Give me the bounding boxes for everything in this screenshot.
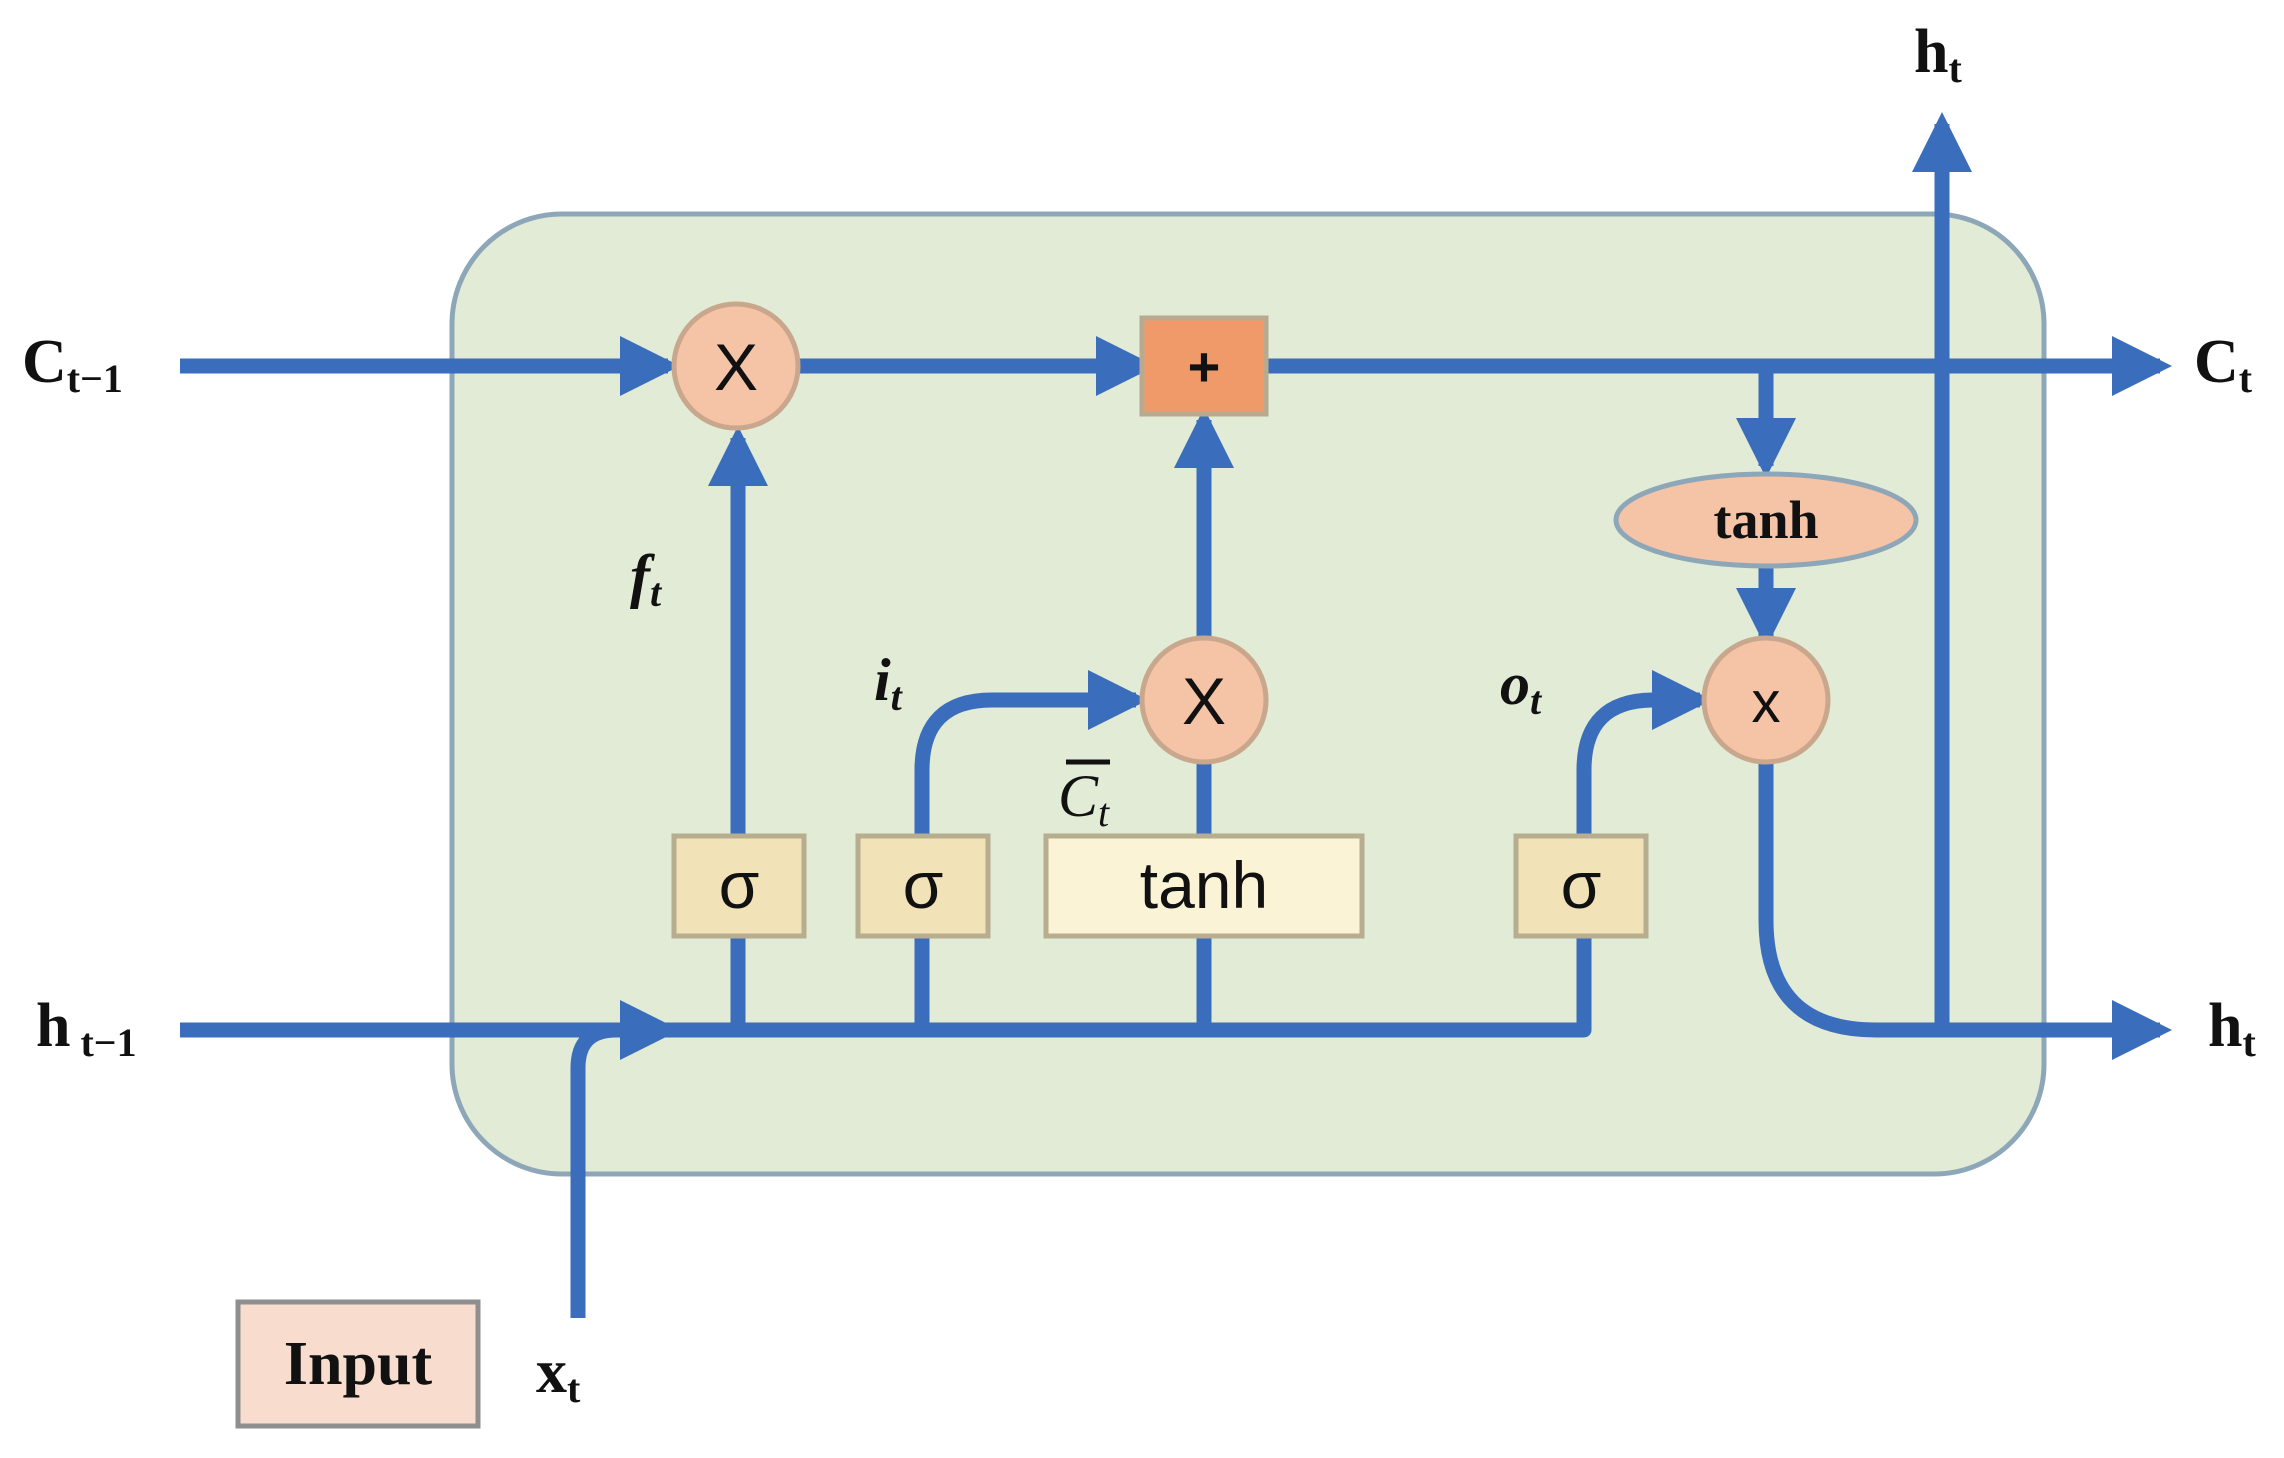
add-symbol: + <box>1188 335 1221 398</box>
h-top-label: ht <box>1914 18 1962 91</box>
input-multiply-symbol: X <box>1182 664 1226 738</box>
input-box: Input <box>235 1299 481 1429</box>
forget-sigma-label: σ <box>719 848 760 922</box>
cell-tanh-op: tanh <box>1613 471 1919 569</box>
candidate-label: Ct <box>1058 759 1110 835</box>
x-input-label: xt <box>536 1338 581 1411</box>
forget-sigma-gate: σ <box>671 833 807 939</box>
output-multiply-op: x <box>1701 635 1831 765</box>
cell-tanh-label: tanh <box>1713 490 1818 550</box>
c-prev-label: Ct−1 <box>22 328 123 401</box>
input-x-wire <box>570 1022 617 1318</box>
input-multiply-op: X <box>1139 635 1269 765</box>
h-next-label: ht <box>2208 992 2256 1065</box>
candidate-tanh-label: tanh <box>1140 848 1268 922</box>
input-gate-label: it <box>874 647 904 719</box>
candidate-tanh-gate: tanh <box>1043 833 1365 939</box>
input-sigma-label: σ <box>903 848 944 922</box>
input-gate-wire <box>914 670 1148 1030</box>
forget-multiply-op: X <box>671 301 801 431</box>
output-multiply-symbol: x <box>1752 670 1781 735</box>
candidate-label-text: Ct <box>1058 763 1110 835</box>
c-next-label: Ct <box>2194 328 2253 401</box>
output-gate-wire <box>1576 670 1712 880</box>
forget-multiply-symbol: X <box>714 330 758 404</box>
output-sigma-gate: σ <box>1513 833 1649 939</box>
output-to-hidden-wire <box>1758 760 2172 1060</box>
output-gate-label: ot <box>1500 651 1543 723</box>
wires <box>180 112 2172 1318</box>
input-sigma-gate: σ <box>855 833 991 939</box>
input-box-label: Input <box>284 1330 433 1398</box>
output-sigma-label: σ <box>1561 848 1602 922</box>
add-op: + <box>1139 315 1269 417</box>
